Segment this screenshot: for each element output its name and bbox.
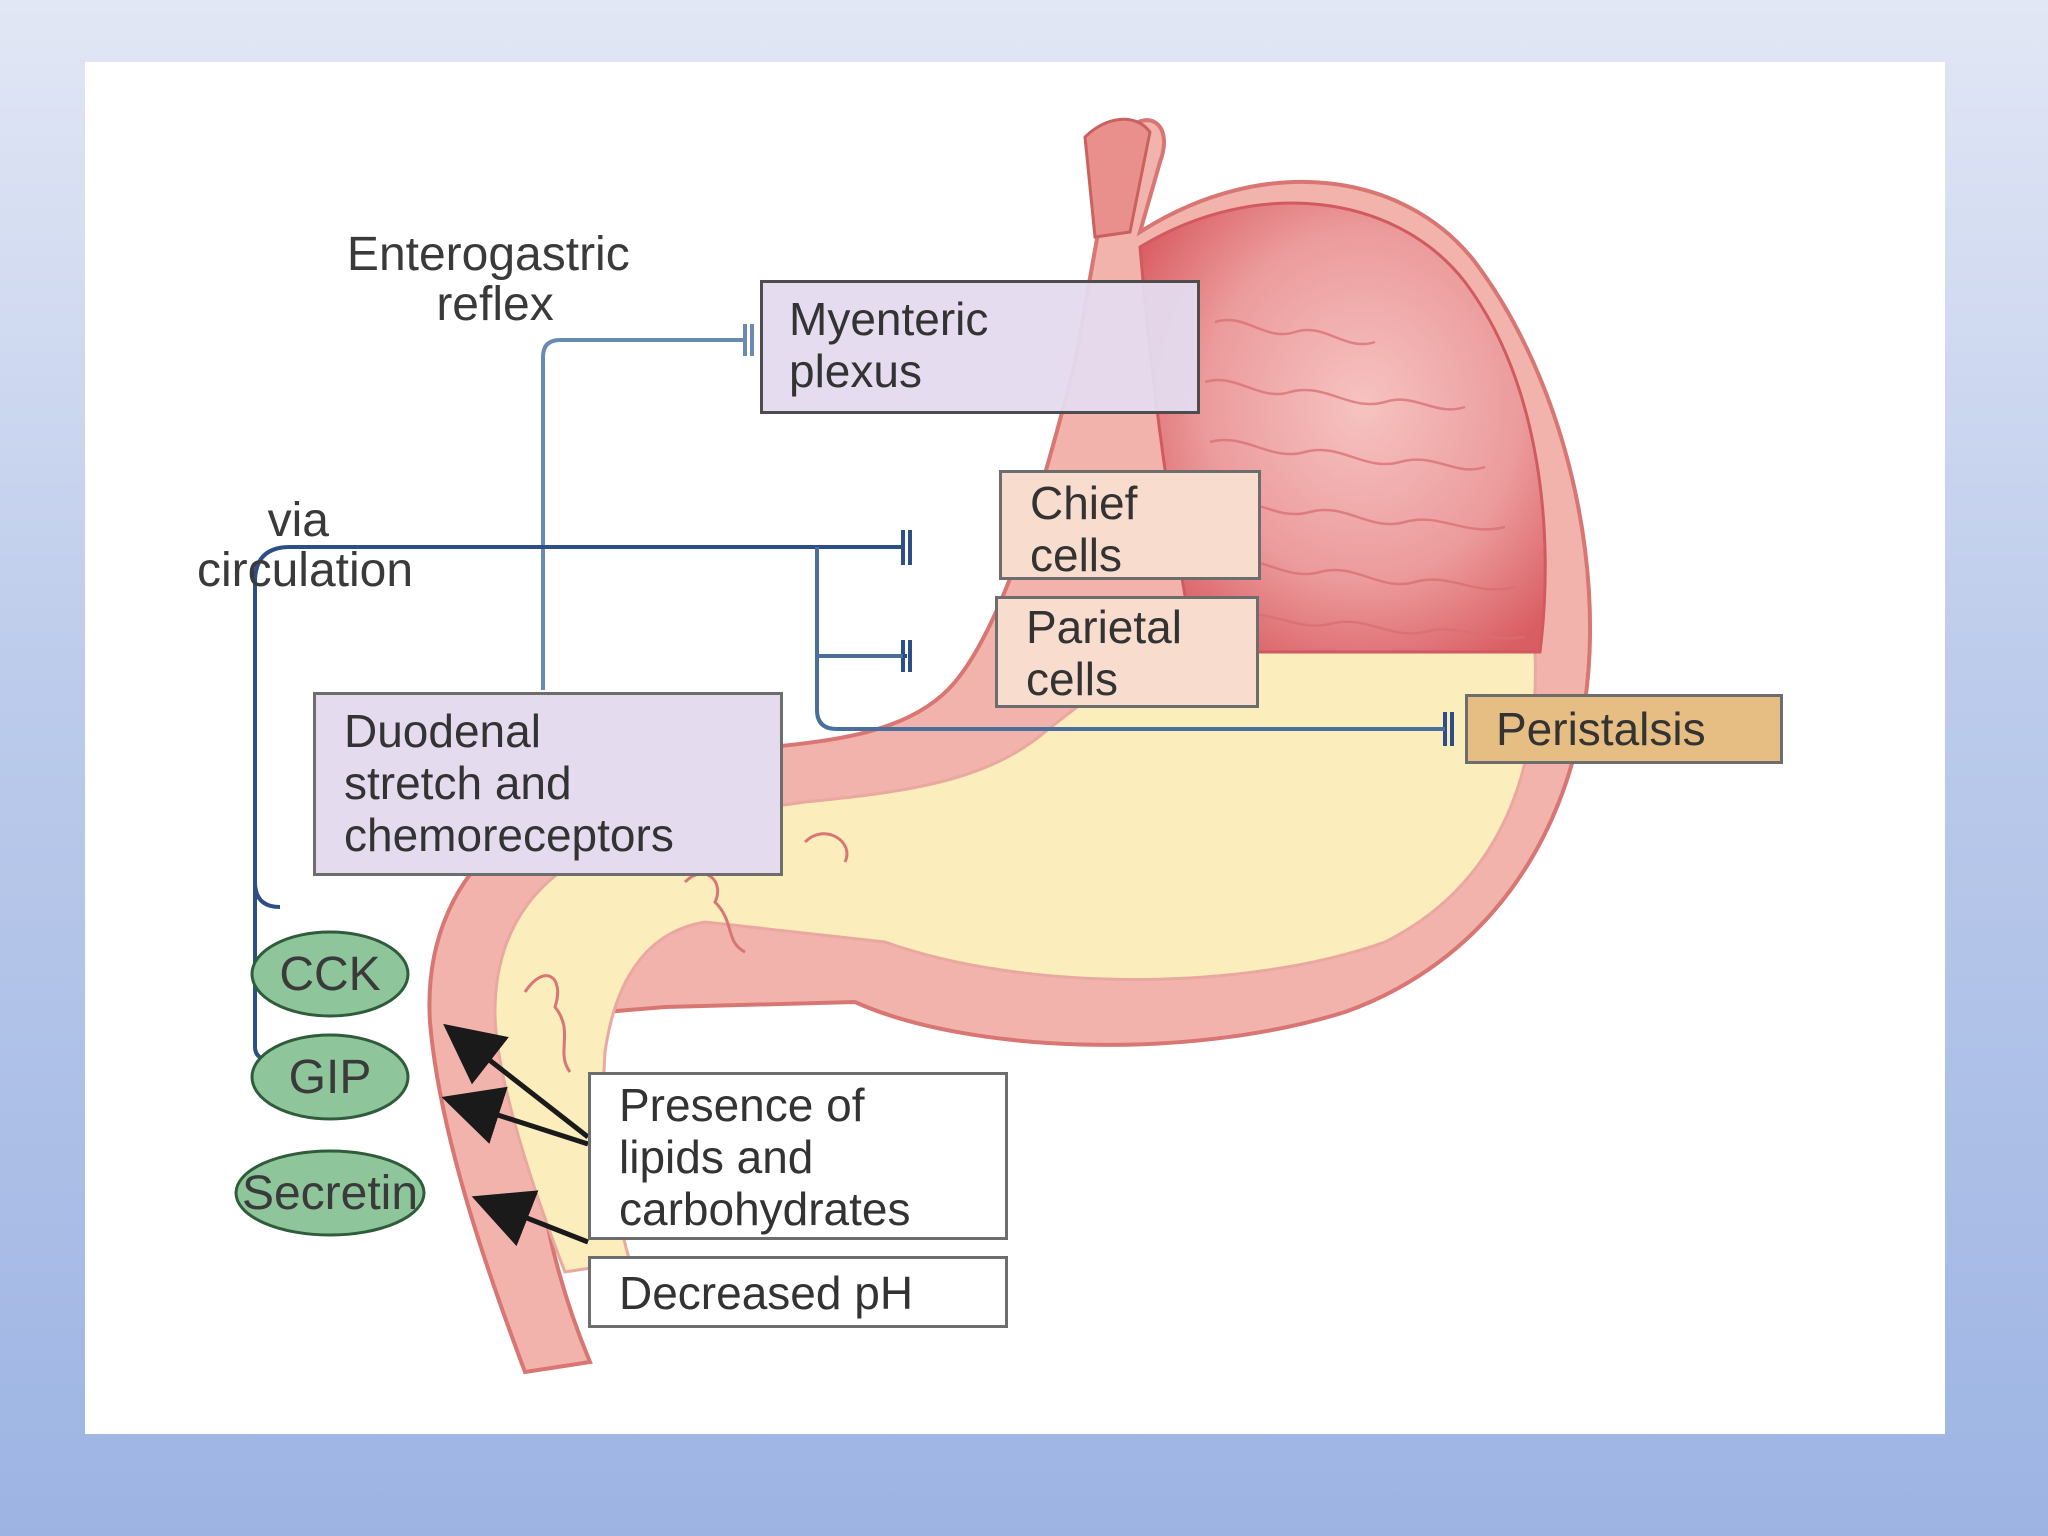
- stimulus-arrows: [441, 1023, 590, 1247]
- via-circulation-label: via circulation: [197, 494, 413, 597]
- parietal-cells-box: Parietal cells: [995, 596, 1259, 708]
- enterogastric-label-line2: reflex: [436, 278, 553, 331]
- parietal-cells-label: Parietal cells: [1026, 601, 1182, 705]
- via-circulation-line1: via: [268, 494, 330, 547]
- duodenal-receptors-box: Duodenal stretch and chemoreceptors: [313, 692, 783, 876]
- hormone-gip: GIP: [250, 1033, 410, 1121]
- enterogastric-label-line1: Enterogastric: [347, 228, 630, 281]
- lipids-carbohydrates-label: Presence of lipids and carbohydrates: [619, 1079, 911, 1235]
- enterogastric-label: Enterogastric reflex: [347, 228, 643, 331]
- hormone-cck-label: CCK: [279, 948, 380, 1001]
- chyme-lumen: [493, 650, 1537, 1274]
- circulation-branch-lines: [815, 547, 1445, 731]
- lipids-carbohydrates-box: Presence of lipids and carbohydrates: [588, 1072, 1008, 1240]
- myenteric-plexus-box: Myenteric plexus: [760, 280, 1200, 414]
- decreased-ph-box: Decreased pH: [588, 1256, 1008, 1328]
- hormone-secretin-label: Secretin: [242, 1167, 418, 1220]
- decreased-ph-label: Decreased pH: [619, 1267, 914, 1319]
- stomach-diagram: CCK GIP Secretin Enterogastric reflex vi…: [197, 117, 1593, 1375]
- hormone-cck: CCK: [250, 930, 410, 1018]
- chief-cells-box: Chief cells: [999, 470, 1261, 581]
- duodenal-receptors-label: Duodenal stretch and chemoreceptors: [344, 705, 674, 861]
- myenteric-plexus-label: Myenteric plexus: [789, 293, 989, 397]
- enterogastric-reflex-line: [541, 324, 754, 690]
- slide-canvas: CCK GIP Secretin Enterogastric reflex vi…: [85, 62, 1945, 1434]
- hormone-secretin: Secretin: [234, 1149, 426, 1237]
- gastric-rugae: [1204, 318, 1526, 640]
- esophagus: [1083, 117, 1152, 239]
- chief-cells-label: Chief cells: [1030, 477, 1138, 581]
- via-circulation-line2: circulation: [197, 544, 413, 597]
- hormone-gip-label: GIP: [289, 1051, 372, 1104]
- peristalsis-box: Peristalsis: [1465, 694, 1783, 764]
- peristalsis-label: Peristalsis: [1496, 703, 1706, 755]
- stomach-fundus: [1138, 201, 1547, 654]
